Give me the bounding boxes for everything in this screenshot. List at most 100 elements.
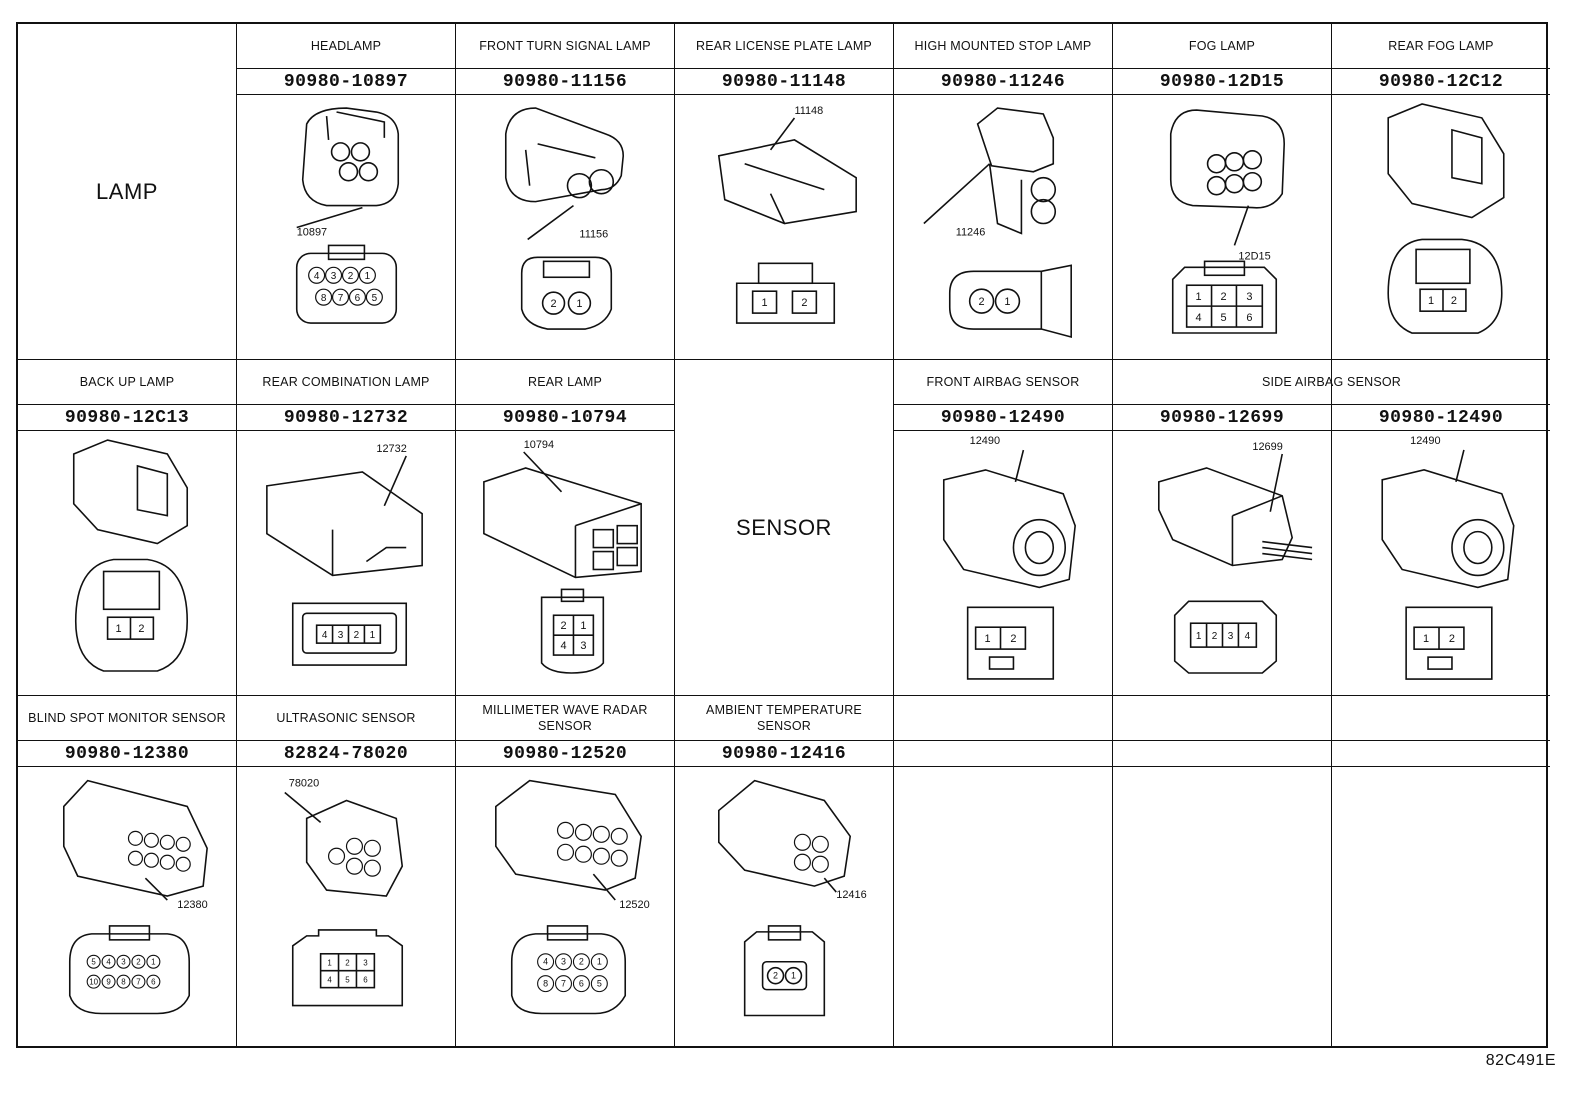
svg-text:5: 5 [372, 293, 378, 304]
empty-cell [894, 696, 1113, 1048]
part-number: 90980-12490 [894, 404, 1112, 431]
connector-drawing: 11156 2 1 [456, 94, 674, 359]
svg-text:2: 2 [1220, 291, 1226, 303]
figure-code: 82C491E [1485, 1052, 1556, 1069]
svg-text:1: 1 [365, 271, 371, 282]
svg-text:4: 4 [1196, 312, 1202, 324]
part-number: 90980-12380 [18, 740, 236, 767]
svg-text:6: 6 [355, 293, 361, 304]
svg-text:2: 2 [979, 296, 985, 308]
empty-cell [1113, 696, 1332, 1048]
part-number: 90980-10897 [237, 68, 455, 95]
svg-text:2: 2 [136, 958, 141, 967]
svg-text:3: 3 [363, 959, 368, 968]
part-number: 90980-11148 [675, 68, 893, 95]
svg-text:2: 2 [560, 620, 566, 632]
connector-title: FRONT AIRBAG SENSOR [926, 375, 1080, 389]
callout-label: 12416 [836, 889, 866, 901]
svg-text:2: 2 [1449, 633, 1455, 645]
callout-label: 10794 [524, 439, 554, 451]
svg-text:2: 2 [354, 630, 360, 641]
svg-text:1: 1 [1423, 633, 1429, 645]
part-number: 90980-12732 [237, 404, 455, 431]
svg-text:7: 7 [338, 293, 344, 304]
callout-label: 12490 [970, 435, 1000, 447]
svg-text:1: 1 [327, 959, 332, 968]
part-number: 90980-11246 [894, 68, 1112, 95]
connector-title: MILLIMETER WAVE RADAR SENSOR [482, 703, 648, 733]
svg-text:2: 2 [138, 623, 144, 635]
svg-text:1: 1 [1196, 291, 1202, 303]
svg-text:5: 5 [1220, 312, 1226, 324]
connector-title: HEADLAMP [310, 39, 382, 53]
part-number [1113, 740, 1331, 767]
svg-text:6: 6 [1246, 312, 1252, 324]
callout-label: 12D15 [1238, 250, 1270, 262]
sensor-group-cell: SENSOR [675, 360, 894, 696]
part-number [894, 740, 1112, 767]
connector-title: AMBIENT TEMPERATURE SENSOR [706, 703, 862, 733]
connector-cell-millimeter-wave-radar: MILLIMETER WAVE RADAR SENSOR 90980-12520… [456, 696, 675, 1048]
svg-text:2: 2 [1010, 633, 1016, 645]
svg-text:1: 1 [1004, 296, 1010, 308]
svg-text:3: 3 [121, 958, 126, 967]
svg-text:7: 7 [561, 979, 566, 989]
connector-title: REAR FOG LAMP [1388, 39, 1494, 53]
sensor-group-label: SENSOR [736, 514, 832, 540]
pin-face [308, 266, 383, 306]
svg-text:8: 8 [543, 979, 548, 989]
svg-text:3: 3 [338, 630, 344, 641]
part-number: 90980-12699 [1113, 404, 1331, 431]
svg-text:1: 1 [370, 630, 376, 641]
svg-text:4: 4 [543, 957, 548, 967]
part-number: 90980-12C12 [1332, 68, 1550, 95]
connector-title: FRONT TURN SIGNAL LAMP [479, 39, 651, 53]
part-number: 82824-78020 [237, 740, 455, 767]
svg-text:5: 5 [597, 979, 602, 989]
svg-text:1: 1 [1196, 631, 1202, 642]
svg-text:8: 8 [321, 293, 327, 304]
svg-text:1: 1 [151, 958, 156, 967]
svg-text:1: 1 [576, 298, 582, 310]
callout-label: 10897 [297, 226, 327, 238]
svg-text:2: 2 [1451, 295, 1457, 307]
svg-text:7: 7 [136, 978, 141, 987]
svg-text:2: 2 [551, 298, 557, 310]
part-number: 90980-11156 [456, 68, 674, 95]
callout-label: 12520 [619, 899, 649, 911]
part-number: 90980-12490 [1332, 404, 1550, 431]
connector-title: REAR LICENSE PLATE LAMP [696, 39, 872, 53]
lamp-group-label: LAMP [96, 178, 158, 204]
callout-label: 11148 [794, 105, 823, 117]
connector-title [1332, 696, 1550, 740]
svg-text:5: 5 [345, 976, 350, 985]
callout-label: 11156 [579, 228, 608, 240]
connector-title [1113, 696, 1331, 740]
svg-text:1: 1 [762, 297, 768, 309]
connector-title: BLIND SPOT MONITOR SENSOR [28, 711, 226, 725]
svg-text:3: 3 [331, 271, 337, 282]
connector-title: SIDE AIRBAG SENSOR [1261, 375, 1402, 389]
svg-text:4: 4 [106, 958, 111, 967]
part-number: 90980-10794 [456, 404, 674, 431]
svg-text:8: 8 [121, 978, 126, 987]
svg-text:9: 9 [106, 978, 111, 987]
svg-text:1: 1 [115, 623, 121, 635]
svg-text:6: 6 [151, 978, 156, 987]
